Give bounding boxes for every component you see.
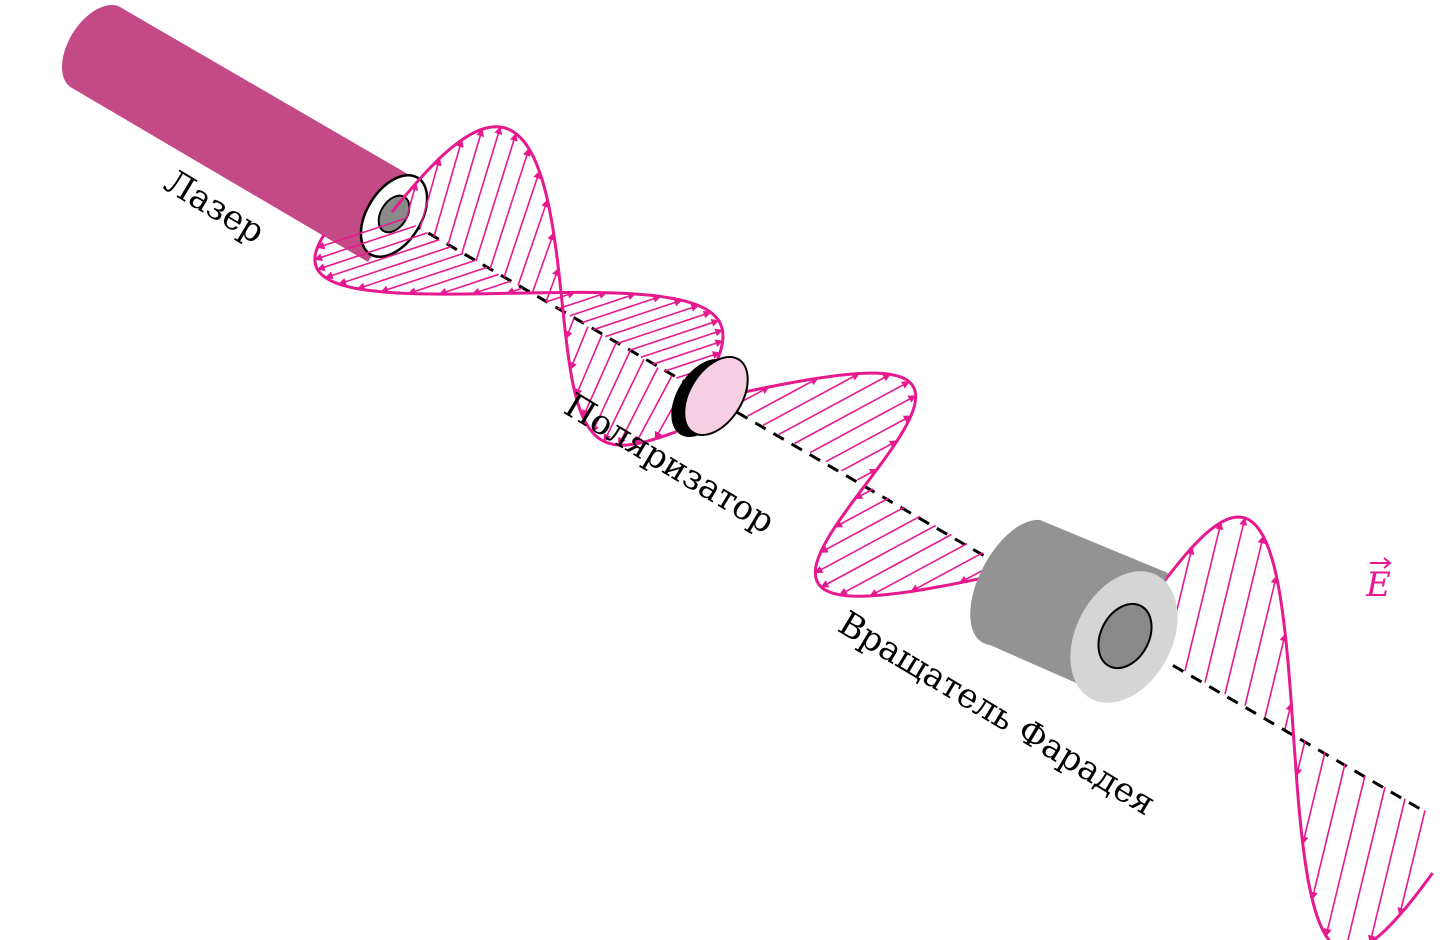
horizontal-component-arrow <box>628 319 720 352</box>
rotated-arrow <box>1309 763 1346 901</box>
vertical-component-arrow <box>591 350 631 434</box>
polarized-arrow <box>838 533 952 596</box>
horizontal-component-arrow <box>604 304 700 338</box>
horizontal-component-arrow <box>471 280 511 296</box>
horizontal-component-arrow <box>640 328 724 359</box>
vertical-component-arrow <box>531 232 555 295</box>
horizontal-component-arrow <box>557 291 608 310</box>
polarized-arrow <box>869 542 968 597</box>
horizontal-component-arrow <box>569 292 636 317</box>
horizontal-component-arrow <box>545 290 576 303</box>
polarizer <box>671 356 749 437</box>
horizontal-component-arrow <box>316 232 428 271</box>
horizontal-component-arrow <box>581 294 662 324</box>
polarized-arrow <box>778 373 891 436</box>
laser <box>61 5 429 262</box>
horizontal-component-arrow <box>438 273 499 296</box>
faraday-rotator <box>970 519 1178 703</box>
horizontal-component-arrow <box>664 351 721 372</box>
rotated-arrow <box>1367 798 1406 940</box>
polarized-arrow <box>762 372 860 427</box>
horizontal-component-arrow <box>505 287 523 295</box>
vertical-component-arrow <box>475 132 518 262</box>
polarized-arrow <box>809 394 917 454</box>
horizontal-component-arrow <box>338 245 452 286</box>
arrow-over-e-icon <box>1370 557 1392 569</box>
polarized-arrow <box>820 524 937 588</box>
horizontal-component-arrow <box>407 266 488 295</box>
vertical-component-arrow <box>617 367 659 446</box>
horizontal-component-arrow <box>593 298 683 331</box>
horizontal-component-arrow <box>314 225 416 261</box>
vertical-component-arrow <box>503 170 541 278</box>
horizontal-component-arrow <box>380 259 476 294</box>
rotated-arrow <box>1244 575 1279 706</box>
polarized-arrow <box>834 497 890 528</box>
polarized-arrow <box>856 468 878 481</box>
rotated-arrow <box>1224 535 1266 695</box>
polarized-arrow <box>910 551 984 593</box>
efield-symbol: E <box>1365 565 1391 605</box>
polarized-arrow <box>794 380 910 445</box>
rotated-arrow <box>1264 633 1288 718</box>
horizontal-component-arrow <box>316 218 405 250</box>
vertical-component-arrow <box>517 199 549 286</box>
rotated-arrow <box>1323 775 1366 937</box>
polarized-arrow <box>854 488 874 500</box>
rotated-arrow <box>1204 517 1248 683</box>
rotated-arrow <box>1294 740 1306 777</box>
vertical-component-arrow <box>489 147 531 270</box>
unpolarized-wave <box>313 125 725 447</box>
horizontal-component-arrow <box>324 238 440 280</box>
rotated-arrow <box>1397 810 1426 916</box>
laser-body <box>61 5 418 262</box>
vertical-component-arrow <box>433 139 464 237</box>
rotated-arrow <box>1300 752 1326 845</box>
rotated-arrow <box>1347 786 1386 940</box>
polarizer-label: Поляризатор <box>557 385 781 542</box>
vertical-component-arrow <box>545 267 560 303</box>
polarized-arrow <box>819 506 905 554</box>
horizontal-component-arrow <box>652 339 724 366</box>
polarized-arrow <box>825 415 912 463</box>
rotated-arrow <box>1284 702 1294 730</box>
vertical-component-arrow <box>405 182 419 221</box>
polarized-wave <box>715 371 1066 598</box>
polarizer-face <box>683 356 749 436</box>
polarized-arrow <box>747 377 819 417</box>
vertical-component-arrow <box>419 157 442 229</box>
vertical-component-arrow <box>582 342 617 418</box>
vertical-component-arrow <box>569 326 589 371</box>
horizontal-component-envelope <box>313 233 725 392</box>
vertical-component-arrow <box>461 126 503 254</box>
vertical-component-arrow <box>634 375 673 445</box>
vertical-component-arrow <box>603 358 645 443</box>
vertical-component-arrow <box>447 128 485 245</box>
rotator-bore <box>1097 602 1153 670</box>
polarized-arrow <box>841 440 898 472</box>
rotated-arrow <box>1184 521 1224 672</box>
vertical-component-arrow <box>564 318 575 340</box>
vertical-component-arrow <box>574 334 603 397</box>
polarized-arrow <box>814 515 921 574</box>
horizontal-component-arrow <box>616 310 712 345</box>
horizontal-component-arrow <box>356 252 464 291</box>
efield-label: E <box>1365 557 1392 605</box>
